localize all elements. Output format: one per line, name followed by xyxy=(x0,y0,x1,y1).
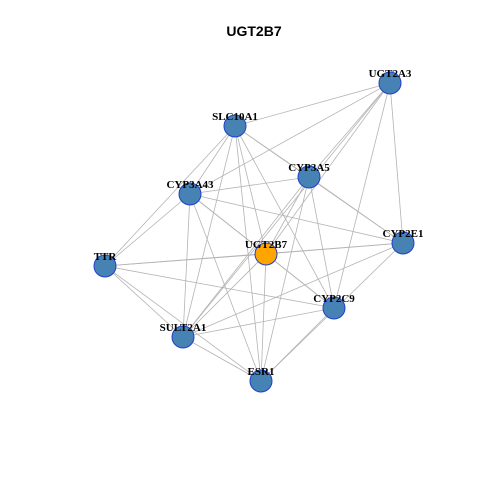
node-ugt2a3[interactable] xyxy=(378,71,402,95)
edge-ugt2a3-sult2a1 xyxy=(182,82,391,338)
edge-ugt2b7-sult2a1 xyxy=(182,253,267,338)
node-label-cyp2e1: CYP2E1 xyxy=(383,228,424,240)
node-label-slc10a1: SLC10A1 xyxy=(212,111,258,123)
node-cyp2e1[interactable] xyxy=(391,231,415,255)
edge-ugt2b7-cyp2c9 xyxy=(265,253,335,309)
edge-slc10a1-cyp3a43 xyxy=(189,125,236,195)
edge-sult2a1-esr1 xyxy=(182,336,262,382)
edge-ttr-sult2a1 xyxy=(104,265,184,338)
edge-ugt2a3-cyp3a43 xyxy=(189,82,391,195)
edge-cyp2e1-ttr xyxy=(104,242,404,267)
edge-slc10a1-ugt2b7 xyxy=(234,125,267,255)
node-slc10a1[interactable] xyxy=(223,114,247,138)
node-cyp2c9[interactable] xyxy=(322,296,346,320)
node-ttr[interactable] xyxy=(93,254,117,278)
edge-cyp2e1-sult2a1 xyxy=(182,242,404,338)
edge-slc10a1-cyp2c9 xyxy=(234,125,335,309)
node-label-ttr: TTR xyxy=(94,251,118,263)
node-label-esr1: ESR1 xyxy=(248,366,275,378)
node-label-ugt2b7: UGT2B7 xyxy=(245,239,288,251)
node-ugt2b7[interactable] xyxy=(254,242,278,266)
edge-slc10a1-sult2a1 xyxy=(182,125,236,338)
node-label-cyp2c9: CYP2C9 xyxy=(313,293,355,305)
node-cyp3a43[interactable] xyxy=(178,182,202,206)
edge-cyp3a5-ugt2b7 xyxy=(265,176,310,255)
edge-ugt2b7-esr1 xyxy=(260,253,267,382)
edge-cyp2c9-esr1 xyxy=(260,307,335,382)
edge-cyp3a43-sult2a1 xyxy=(182,193,191,338)
edge-cyp2c9-sult2a1 xyxy=(182,307,335,338)
node-label-cyp3a43: CYP3A43 xyxy=(166,179,214,191)
node-esr1[interactable] xyxy=(249,369,273,393)
edge-cyp3a43-esr1 xyxy=(189,193,262,382)
edge-cyp3a5-esr1 xyxy=(260,176,310,382)
node-label-sult2a1: SULT2A1 xyxy=(160,322,207,334)
edge-slc10a1-ttr xyxy=(104,125,236,267)
edge-ugt2a3-slc10a1 xyxy=(234,82,391,127)
edge-cyp3a5-cyp2c9 xyxy=(308,176,335,309)
edge-ttr-cyp2c9 xyxy=(104,265,335,309)
edge-ugt2a3-cyp3a5 xyxy=(308,82,391,178)
edge-slc10a1-esr1 xyxy=(234,125,262,382)
graph-title: UGT2B7 xyxy=(226,23,281,39)
edge-cyp3a5-cyp3a43 xyxy=(189,176,310,195)
edge-cyp3a5-cyp2e1 xyxy=(308,176,404,244)
node-cyp3a5[interactable] xyxy=(297,165,321,189)
node-label-cyp3a5: CYP3A5 xyxy=(288,162,330,174)
edge-ugt2a3-cyp2c9 xyxy=(333,82,391,309)
edge-cyp3a5-sult2a1 xyxy=(182,176,310,338)
node-layer xyxy=(93,71,415,393)
edge-layer xyxy=(104,82,404,382)
edge-cyp3a43-cyp2e1 xyxy=(189,193,404,244)
edge-cyp3a43-ttr xyxy=(104,193,191,267)
node-label-ugt2a3: UGT2A3 xyxy=(369,68,412,80)
edge-ugt2a3-cyp2e1 xyxy=(389,82,404,244)
edge-ugt2a3-ugt2b7 xyxy=(265,82,391,255)
node-sult2a1[interactable] xyxy=(171,325,195,349)
edge-ttr-esr1 xyxy=(104,265,262,382)
